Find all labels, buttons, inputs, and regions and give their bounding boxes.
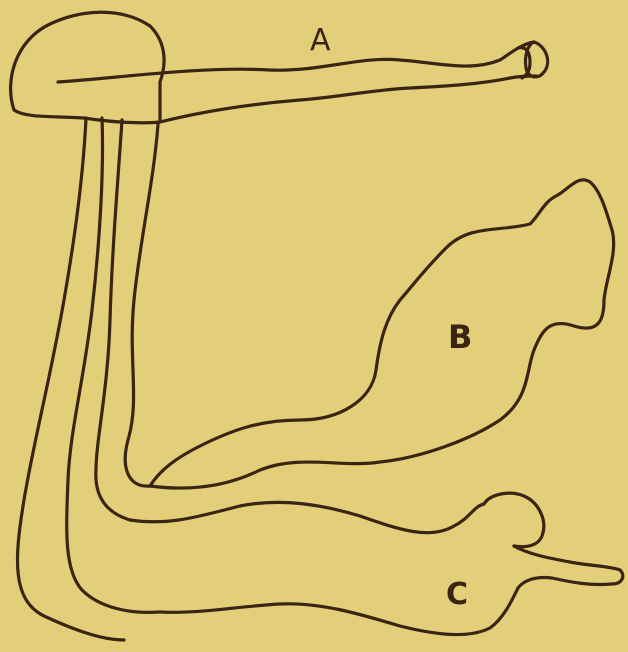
- tube-c-tail: [514, 546, 623, 588]
- label-b: B: [448, 318, 472, 356]
- tube-c-knob: [484, 493, 544, 547]
- tube-c: [130, 493, 623, 634]
- label-c: C: [446, 577, 468, 612]
- bulb-b-outline: [150, 180, 614, 488]
- tube-c-upper-wall: [130, 502, 484, 532]
- stem: [17, 118, 160, 640]
- label-a: A: [310, 23, 331, 58]
- bulb-b: [150, 180, 614, 488]
- tube-a: [58, 42, 548, 122]
- cap-outline: [11, 12, 164, 123]
- tube-a-lower-wall: [160, 76, 536, 122]
- tube-a-upper-wall: [58, 42, 534, 82]
- cap: [11, 12, 164, 123]
- stem-inner-wall: [125, 124, 158, 486]
